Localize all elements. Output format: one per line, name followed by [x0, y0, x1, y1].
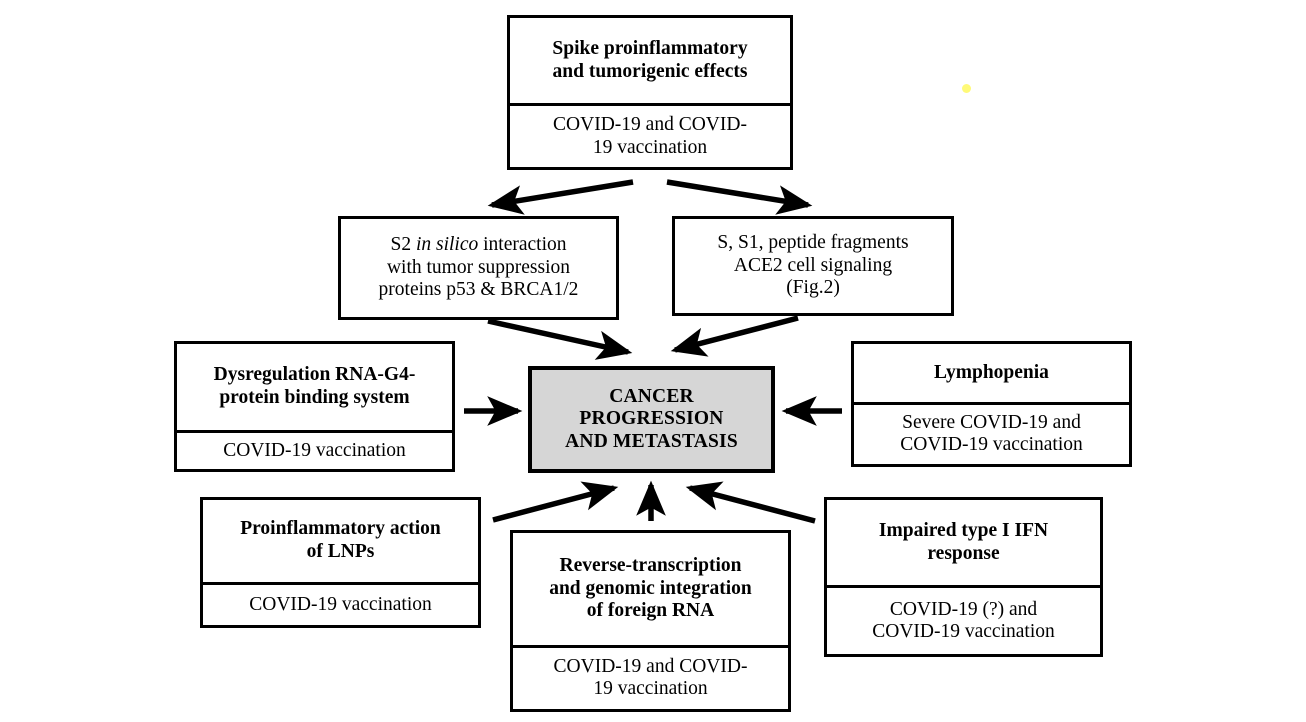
spike-source-line1: COVID-19 and COVID-	[553, 114, 747, 136]
ace2-line2: ACE2 cell signaling	[733, 254, 893, 276]
arrow-lnp-to-center	[492, 481, 619, 523]
box-lymphopenia-source: Severe COVID-19 and COVID-19 vaccination	[854, 401, 1129, 464]
reverse-title-line3: of foreign RNA	[586, 600, 715, 622]
ifn-source-line2: COVID-19 vaccination	[872, 621, 1055, 643]
box-lnp-source: COVID-19 vaccination	[203, 582, 478, 625]
spike-title-line1: Spike proinflammatory	[552, 38, 748, 60]
ifn-title-line1: Impaired type I IFN	[878, 520, 1049, 542]
s2-line1-a: S2	[390, 234, 416, 256]
s2-line3: proteins p53 & BRCA1/2	[378, 279, 579, 301]
spike-source-line2: 19 vaccination	[592, 136, 708, 158]
reverse-source-line2: 19 vaccination	[593, 678, 708, 700]
box-cancer-progression-body: CANCER PROGRESSION AND METASTASIS	[532, 370, 771, 469]
yellow-marker-dot	[962, 84, 971, 93]
center-line1: CANCER	[609, 385, 694, 407]
lymphopenia-source-line2: COVID-19 vaccination	[900, 434, 1083, 456]
box-s2-in-silico: S2 in silico interaction with tumor supp…	[338, 216, 619, 320]
box-spike-effects-title: Spike proinflammatory and tumorigenic ef…	[510, 18, 790, 103]
lnp-title-line1: Proinflammatory action	[240, 518, 441, 540]
s2-line1-b: interaction	[478, 234, 567, 256]
s2-line1-italic: in silico	[415, 234, 479, 256]
center-line3: AND METASTASIS	[565, 430, 738, 452]
box-lymphopenia-title: Lymphopenia	[934, 361, 1049, 383]
box-rna-g4-title: Dysregulation RNA-G4- protein binding sy…	[177, 344, 452, 430]
box-ace2-signaling: S, S1, peptide fragments ACE2 cell signa…	[672, 216, 954, 316]
ifn-title-line2: response	[927, 542, 1000, 564]
box-ace2-signaling-body: S, S1, peptide fragments ACE2 cell signa…	[675, 219, 951, 313]
box-rna-g4-dysregulation: Dysregulation RNA-G4- protein binding sy…	[174, 341, 455, 472]
s2-line1: S2 in silico interaction	[390, 234, 566, 257]
arrow-spike-to-ace2	[666, 179, 813, 215]
reverse-source-line1: COVID-19 and COVID-	[553, 655, 748, 677]
arrow-ace2-to-center	[670, 315, 799, 357]
box-cancer-progression: CANCER PROGRESSION AND METASTASIS	[528, 366, 775, 473]
ifn-source-line1: COVID-19 (?) and	[889, 598, 1038, 620]
box-spike-effects-source: COVID-19 and COVID- 19 vaccination	[510, 103, 790, 167]
box-impaired-ifn-title: Impaired type I IFN response	[827, 500, 1100, 585]
rnag4-title-line2: protein binding system	[219, 386, 410, 408]
box-reverse-transcription: Reverse-transcription and genomic integr…	[510, 530, 791, 712]
box-lymphopenia: Lymphopenia Severe COVID-19 and COVID-19…	[851, 341, 1132, 467]
ace2-line1: S, S1, peptide fragments	[717, 232, 909, 254]
box-rna-g4-source: COVID-19 vaccination	[177, 429, 452, 469]
box-impaired-ifn: Impaired type I IFN response COVID-19 (?…	[824, 497, 1103, 657]
lnp-title-line2: of LNPs	[306, 541, 375, 563]
center-line2: PROGRESSION	[579, 408, 724, 430]
reverse-title-line2: and genomic integration	[549, 577, 752, 599]
rnag4-title-line1: Dysregulation RNA-G4-	[213, 364, 416, 386]
box-reverse-transcription-title: Reverse-transcription and genomic integr…	[513, 533, 788, 645]
box-reverse-transcription-source: COVID-19 and COVID- 19 vaccination	[513, 644, 788, 709]
arrow-spike-to-s2	[487, 179, 634, 215]
reverse-title-line1: Reverse-transcription	[559, 555, 742, 577]
box-lnp-proinflammatory: Proinflammatory action of LNPs COVID-19 …	[200, 497, 481, 628]
box-lnp-title: Proinflammatory action of LNPs	[203, 500, 478, 582]
s2-line2: with tumor suppression	[386, 256, 571, 278]
arrow-s2-to-center	[487, 318, 633, 360]
box-impaired-ifn-source: COVID-19 (?) and COVID-19 vaccination	[827, 585, 1100, 654]
lymphopenia-source-line1: Severe COVID-19 and	[902, 411, 1081, 433]
box-spike-effects: Spike proinflammatory and tumorigenic ef…	[507, 15, 793, 170]
arrow-ifn-to-center	[685, 481, 816, 524]
ace2-line3: (Fig.2)	[786, 277, 840, 299]
spike-title-line2: and tumorigenic effects	[552, 60, 748, 82]
box-s2-in-silico-body: S2 in silico interaction with tumor supp…	[341, 219, 616, 317]
